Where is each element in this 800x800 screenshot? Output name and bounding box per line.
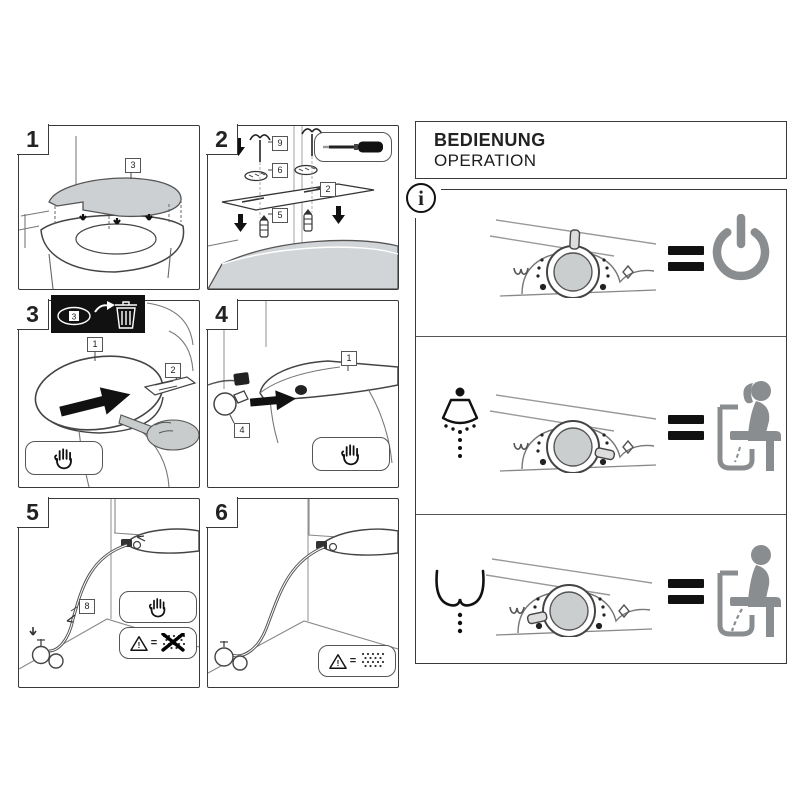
spray-nozzle-icon (441, 387, 479, 458)
dial-left-illustration (485, 558, 653, 637)
front-wash-symbol (622, 439, 634, 455)
step-number: 4 (206, 299, 238, 330)
panel-step-2: 2 9 6 2 5 (206, 124, 399, 290)
discard-plate-graphic: 3 (57, 301, 137, 329)
tool-box (314, 132, 392, 162)
water-valve-connection-illustration (208, 301, 398, 464)
trash-bin-icon (115, 301, 137, 329)
crossed-dots-icon (161, 633, 186, 652)
part-label-plate: 3 (125, 158, 141, 173)
by-hand-box (312, 437, 390, 471)
discard-plate-banner: 3 (51, 295, 145, 333)
step-number: 6 (206, 497, 238, 528)
step-number: 2 (206, 124, 238, 155)
part-label-screws: 9 (272, 136, 288, 151)
step-number: 5 (17, 497, 49, 528)
part-label-seat: 1 (341, 351, 357, 366)
operation-box (415, 189, 787, 664)
svg-text:!: ! (137, 641, 140, 650)
part-label-valve: 4 (234, 423, 250, 438)
rear-wash-icon (435, 569, 485, 634)
banner-plate-label: 3 (72, 313, 77, 322)
operation-row-power (416, 190, 786, 336)
front-wash-symbol (622, 264, 634, 280)
power-icon (712, 214, 770, 281)
part-label-bracket: 2 (165, 363, 181, 378)
part-label-anchors: 5 (272, 208, 288, 223)
hand-icon (148, 598, 166, 618)
panel-step-1: 1 3 (17, 124, 200, 290)
no-sealant-warning-box: ! = (119, 627, 197, 659)
title-german: BEDIENUNG (434, 129, 546, 150)
screwdriver-icon (323, 141, 383, 153)
equals-text: = (150, 637, 158, 649)
step-number: 1 (17, 124, 49, 155)
warning-triangle-icon: ! (328, 653, 347, 669)
rear-wash-symbol (509, 606, 525, 614)
part-label-plate: 2 (320, 182, 336, 197)
info-icon: i (406, 183, 436, 213)
part-label-seat: 1 (87, 337, 103, 352)
equals-icon (668, 246, 704, 271)
pointing-hand-icon (118, 414, 199, 451)
rear-wash-symbol (513, 267, 529, 275)
part-label-hose: 8 (79, 599, 95, 614)
equals-icon (668, 415, 704, 440)
hose-connected-illustration (208, 499, 398, 674)
equals-icon (668, 579, 704, 604)
dial-right-illustration (489, 394, 657, 473)
seated-woman-icon (717, 381, 781, 471)
seated-person-icon (717, 545, 781, 637)
panel-step-5: 5 8 ! = (17, 497, 200, 688)
panel-step-4: 4 1 4 (206, 299, 399, 488)
seat-slide-on-illustration (34, 302, 199, 487)
operation-row-front-wash (416, 336, 786, 514)
part-label-pads: 6 (272, 163, 288, 178)
hand-icon (54, 448, 72, 470)
title-english: OPERATION (434, 150, 537, 170)
slide-arrow (59, 387, 131, 417)
kink-free-warning-box: ! = (318, 645, 396, 677)
front-wash-symbol (618, 603, 630, 619)
operation-row-rear-wash (416, 514, 786, 665)
equals-text: = (349, 655, 357, 667)
hose-routing-illustration (19, 499, 199, 670)
panel-step-6: 6 ! = (206, 497, 399, 688)
rear-wash-symbol (513, 442, 529, 450)
step-number: 3 (17, 299, 49, 330)
by-hand-box (119, 591, 197, 623)
panel-step-3: 3 3 1 2 (17, 295, 200, 488)
svg-text:!: ! (336, 659, 339, 668)
dots-pattern-icon (362, 652, 385, 668)
dial-center-illustration (489, 219, 657, 298)
hand-icon (341, 444, 359, 466)
by-hand-box (25, 441, 103, 475)
warning-triangle-icon: ! (129, 635, 148, 651)
operation-header: BEDIENUNG OPERATION (415, 121, 787, 179)
